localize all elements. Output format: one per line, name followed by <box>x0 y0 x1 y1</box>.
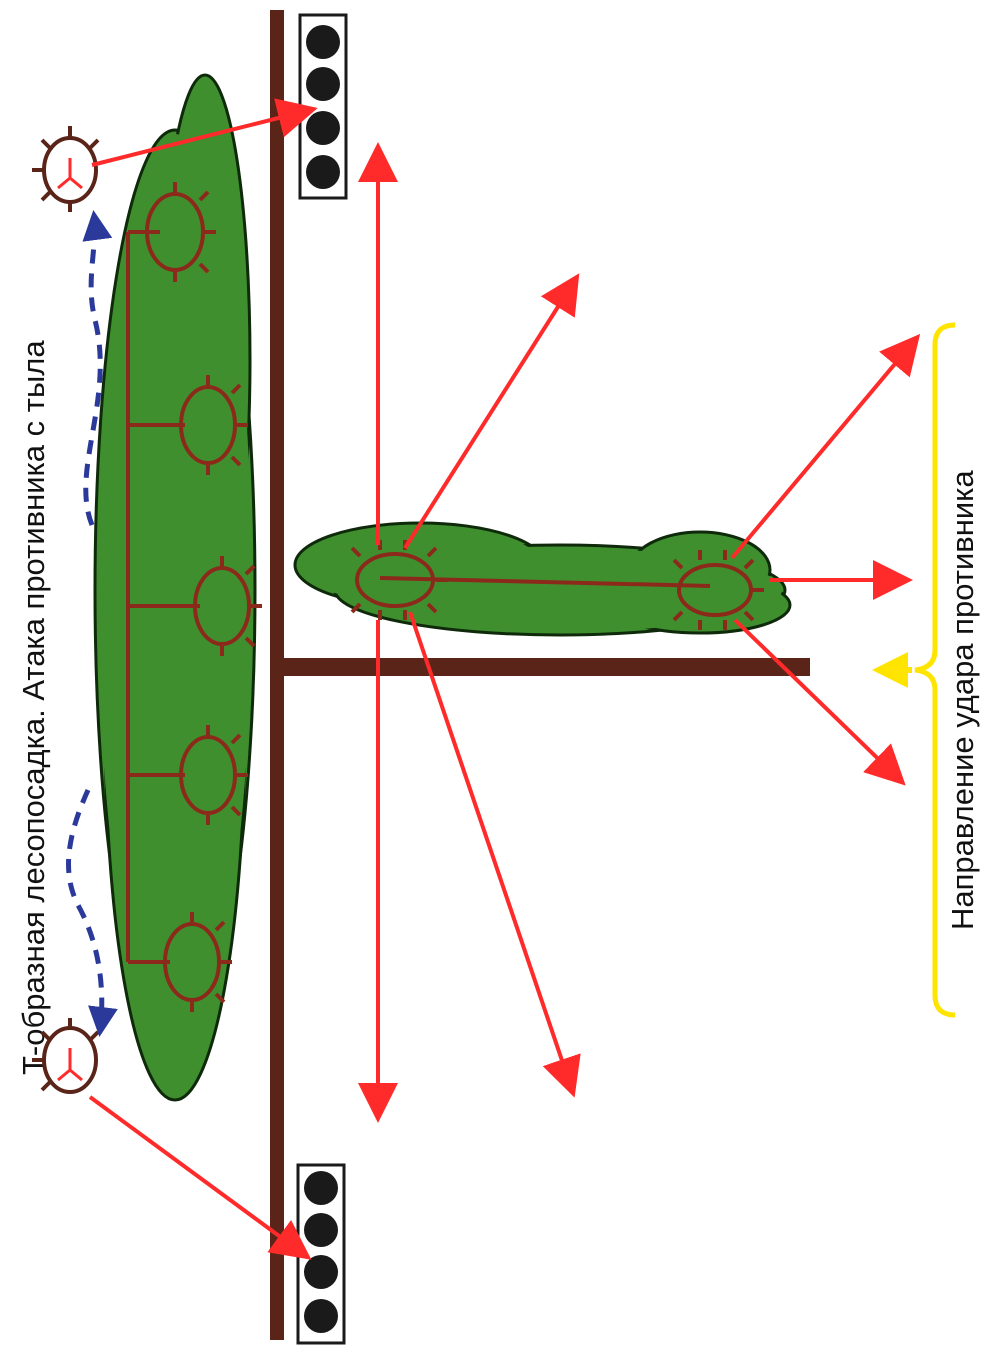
enemy-direction-label: Направление удара противника <box>945 470 980 930</box>
main-forest-belt-fill <box>98 78 252 1096</box>
enemy-group-icon <box>32 126 98 212</box>
vehicle-column-icon <box>300 15 346 198</box>
diagram-title: Т-образная лесопосадка. Атака противника… <box>16 340 51 1075</box>
main-road <box>270 10 284 1340</box>
branch-road <box>284 658 810 676</box>
